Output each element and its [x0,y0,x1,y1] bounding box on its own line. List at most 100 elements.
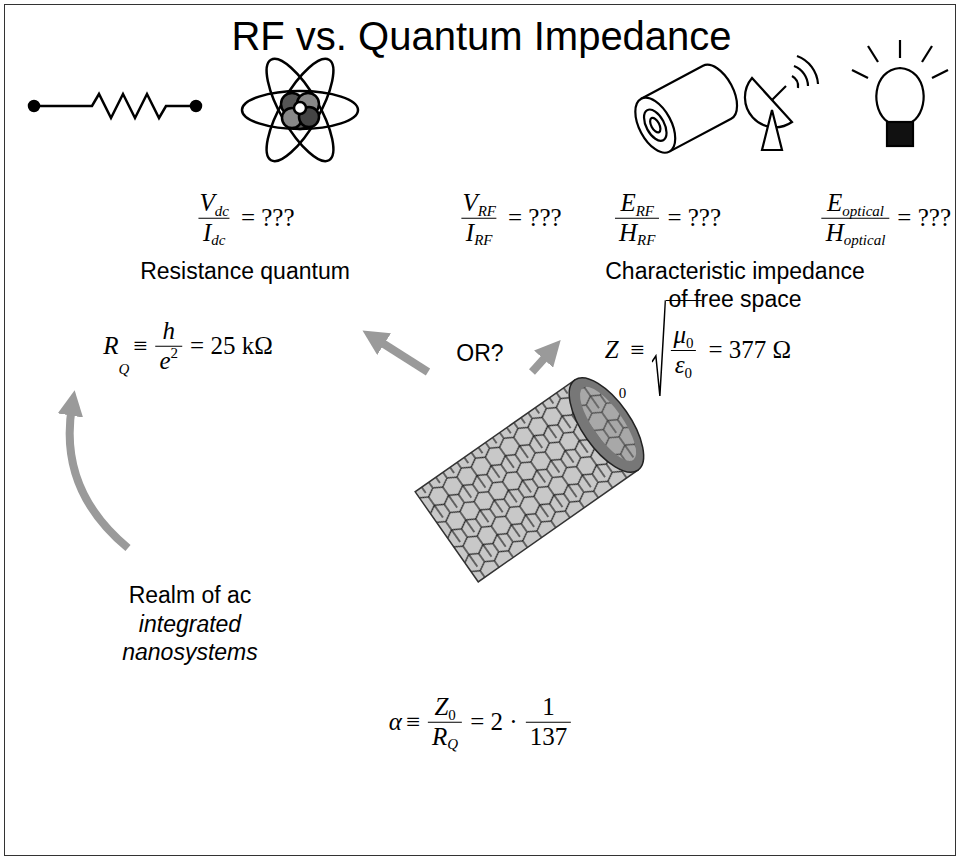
drawing-stroke [255,50,346,169]
nanotube-image [415,366,657,582]
drawing-stroke [34,94,196,118]
formula-symbol: μ [673,321,686,350]
question-label: OR? [450,340,510,368]
formula-symbol: E [827,189,842,218]
formula-symbol: ε [675,351,685,380]
drawing-stroke [876,68,923,122]
drawing-stroke [555,366,657,484]
numerator: Vdc [195,189,232,218]
impedance-ratio: ERFHRF = ??? [611,189,725,248]
denominator: RQ [428,722,462,752]
drawing-stroke [70,406,128,548]
drawing-stroke [797,56,818,84]
formula-symbol: = 25 kΩ [190,332,273,360]
drawing-stroke [887,122,913,146]
formula-subscript: 0 [619,385,627,402]
section-label: Characteristic impedance of free space [604,258,866,313]
formula-subscript: dc [211,232,225,249]
fraction: Z0RQ [428,693,462,752]
radical-stroke [651,301,665,396]
drawing-stroke [532,352,550,372]
formula-subscript: RF [478,202,496,219]
denominator: HRF [615,218,659,248]
radical-sign [651,300,665,400]
formula-symbol: = ??? [667,204,721,232]
square-root: μ0ε0 [651,300,701,400]
formula-symbol: = 2 · [470,708,517,736]
formula-subscript: 0 [448,706,456,723]
formula-symbol: α [389,708,402,736]
drawing-stroke [922,46,932,62]
radicand: μ0ε0 [665,300,701,400]
formula-symbol: R [432,723,447,752]
denominator: 137 [526,722,572,752]
numerator: μ0 [669,321,697,350]
formula-symbol: I [466,219,474,248]
formula-subscript: RF [474,232,492,249]
resistor-symbol [29,94,201,118]
formula-symbol: Z [434,693,448,722]
caption-label: Realm of ac [90,582,290,610]
formula-subscript: RF [637,232,655,249]
drawing-stroke [792,76,798,88]
formula-subscript: Q [447,736,458,753]
drawing-stroke [868,46,878,62]
drawing-stroke [639,106,671,144]
drawing-stroke [899,40,901,58]
drawing-stroke [762,110,782,150]
formula-subscript: 0 [686,335,694,352]
formula-symbol: V [462,189,477,218]
formula-subscript: optical [842,202,884,219]
atom-symbol [242,50,358,169]
drawing-stroke [627,91,683,159]
drawing-stroke [852,70,868,78]
fraction: 1137 [526,693,572,752]
formula-subscript: dc [215,202,229,219]
slide-title: RF vs. Quantum Impedance [0,14,963,59]
drawing-stroke [648,116,663,134]
formula-symbol: E [620,189,635,218]
formula-symbol: = ??? [897,204,951,232]
formula-symbol: H [619,219,637,248]
drawing-stroke [376,339,428,372]
formula-superscript: 2 [171,345,179,362]
numerator: VRF [458,189,500,218]
drawing-stroke [255,50,346,169]
formula-symbol: e [159,347,170,376]
antenna-dish-symbol [745,56,818,150]
fraction: he2 [155,317,182,376]
drawing-stroke [191,101,201,111]
drawing-stroke [932,70,948,78]
free-space-impedance-formula: Z0≡μ0ε0= 377 Ω [605,300,795,400]
denominator: e2 [155,346,182,376]
numerator: ERF [616,189,658,218]
impedance-ratio: VRFIRF= ??? [454,189,565,248]
formula-symbol: V [199,189,214,218]
denominator: ε0 [671,350,696,380]
impedance-ratio: EopticalHoptical= ??? [818,189,955,248]
drawing-stroke [794,66,808,86]
caption-label: integrated nanosystems [80,611,300,666]
impedance-ratio: VdcIdc = ??? [191,189,298,248]
drawing-stroke [571,379,646,468]
formula-symbol: R [103,332,118,360]
formula-subscript: 0 [685,365,693,382]
fraction: ERFHRF [615,189,659,248]
fraction: μ0ε0 [669,321,697,380]
formula-subscript: optical [844,232,886,249]
formula-symbol: ≡ [406,708,420,736]
formula-symbol: = ??? [508,204,562,232]
formula-symbol: = ??? [241,204,295,232]
formula-symbol: 137 [530,723,568,752]
numerator: 1 [538,693,559,722]
fraction: EopticalHoptical [822,189,890,248]
numerator: h [159,317,180,346]
drawing-stroke [294,102,306,114]
fraction: VdcIdc [195,189,232,248]
formula-subscript: RF [636,202,654,219]
coax-cable-symbol [627,58,745,159]
formula-symbol: Z [605,336,619,364]
drawing-stroke [242,91,358,129]
formula-symbol: ≡ [630,336,644,364]
denominator: Idc [199,218,230,248]
